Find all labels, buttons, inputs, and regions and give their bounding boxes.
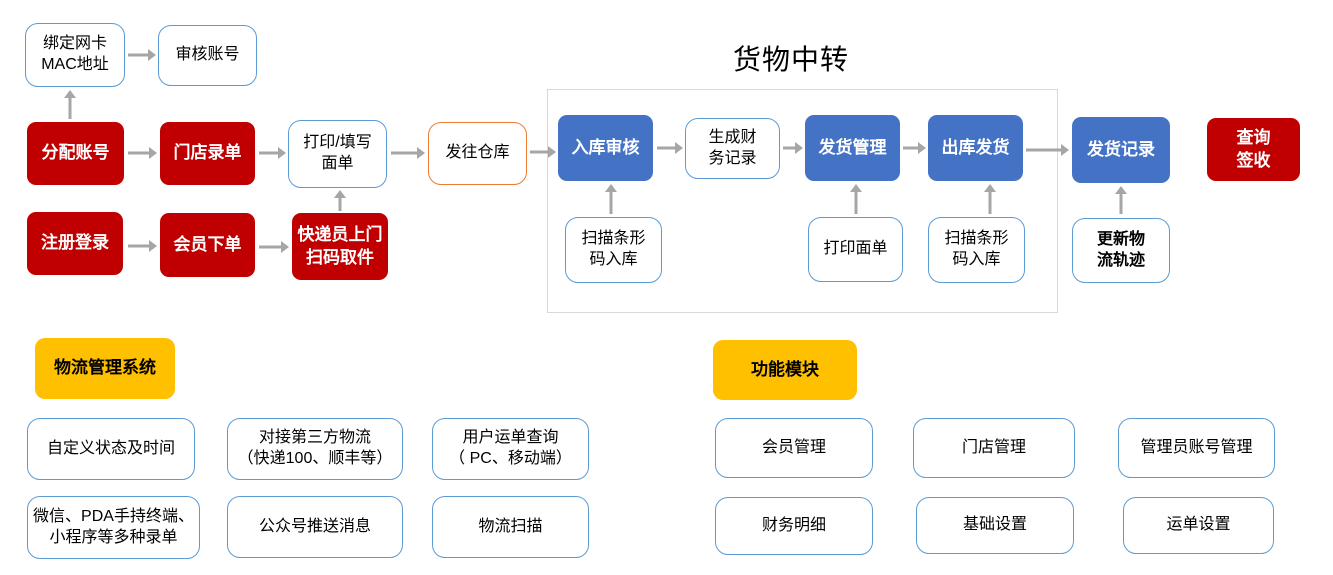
node-audit-account: 审核账号 bbox=[158, 25, 257, 86]
cargo-transfer-title: 货物中转 bbox=[732, 44, 849, 75]
module-member-management: 会员管理 bbox=[715, 418, 873, 478]
feature-wechat-pda-entry: 微信、PDA手持终端、 小程序等多种录单 bbox=[27, 496, 200, 559]
arrow-right bbox=[128, 240, 157, 252]
arrow-up bbox=[334, 190, 346, 211]
arrow-up bbox=[850, 184, 862, 214]
module-store-management: 门店管理 bbox=[913, 418, 1075, 478]
node-outbound-ship: 出库发货 bbox=[928, 115, 1023, 181]
module-finance-detail: 财务明细 bbox=[715, 497, 873, 555]
node-ship-record: 发货记录 bbox=[1072, 117, 1170, 183]
node-scan-barcode-inbound-1: 扫描条形 码入库 bbox=[565, 217, 662, 283]
arrow-right bbox=[530, 146, 556, 158]
module-admin-account-management: 管理员账号管理 bbox=[1118, 418, 1275, 478]
node-print-sheet: 打印面单 bbox=[808, 217, 903, 282]
node-print-fill-sheet: 打印/填写 面单 bbox=[288, 120, 387, 188]
node-member-order: 会员下单 bbox=[160, 213, 255, 277]
feature-user-waybill-query: 用户运单查询 （ PC、移动端） bbox=[432, 418, 589, 480]
section-title-logistics-system: 物流管理系统 bbox=[35, 338, 175, 399]
node-store-entry: 门店录单 bbox=[160, 122, 255, 185]
arrow-right bbox=[259, 241, 289, 253]
arrow-right bbox=[1026, 144, 1069, 156]
arrow-up bbox=[605, 184, 617, 214]
arrow-right bbox=[128, 49, 156, 61]
feature-custom-status: 自定义状态及时间 bbox=[27, 418, 195, 480]
arrow-right bbox=[259, 147, 286, 159]
node-ship-management: 发货管理 bbox=[805, 115, 900, 181]
node-register-login: 注册登录 bbox=[27, 212, 123, 275]
arrow-right bbox=[783, 142, 803, 154]
node-query-sign: 查询 签收 bbox=[1207, 118, 1300, 181]
arrow-right bbox=[391, 147, 425, 159]
arrow-up bbox=[1115, 186, 1127, 214]
node-bind-mac: 绑定网卡 MAC地址 bbox=[25, 23, 125, 87]
arrow-right bbox=[128, 147, 157, 159]
node-finance-record: 生成财 务记录 bbox=[685, 118, 780, 179]
arrow-right bbox=[903, 142, 926, 154]
node-courier-pickup: 快递员上门 扫码取件 bbox=[292, 213, 388, 280]
arrow-up bbox=[984, 184, 996, 214]
node-update-track: 更新物 流轨迹 bbox=[1072, 218, 1170, 283]
node-assign-account: 分配账号 bbox=[27, 122, 124, 185]
arrow-right bbox=[657, 142, 683, 154]
module-waybill-settings: 运单设置 bbox=[1123, 497, 1274, 554]
node-inbound-audit: 入库审核 bbox=[558, 115, 653, 181]
feature-official-account-push: 公众号推送消息 bbox=[227, 496, 403, 558]
feature-logistics-scan: 物流扫描 bbox=[432, 496, 589, 558]
node-scan-barcode-inbound-2: 扫描条形 码入库 bbox=[928, 217, 1025, 283]
node-send-to-warehouse: 发往仓库 bbox=[428, 122, 527, 185]
section-title-function-module: 功能模块 bbox=[713, 340, 857, 400]
module-basic-settings: 基础设置 bbox=[916, 497, 1074, 554]
feature-third-party-logistics: 对接第三方物流 （快递100、顺丰等） bbox=[227, 418, 403, 480]
arrow-up bbox=[64, 90, 76, 119]
